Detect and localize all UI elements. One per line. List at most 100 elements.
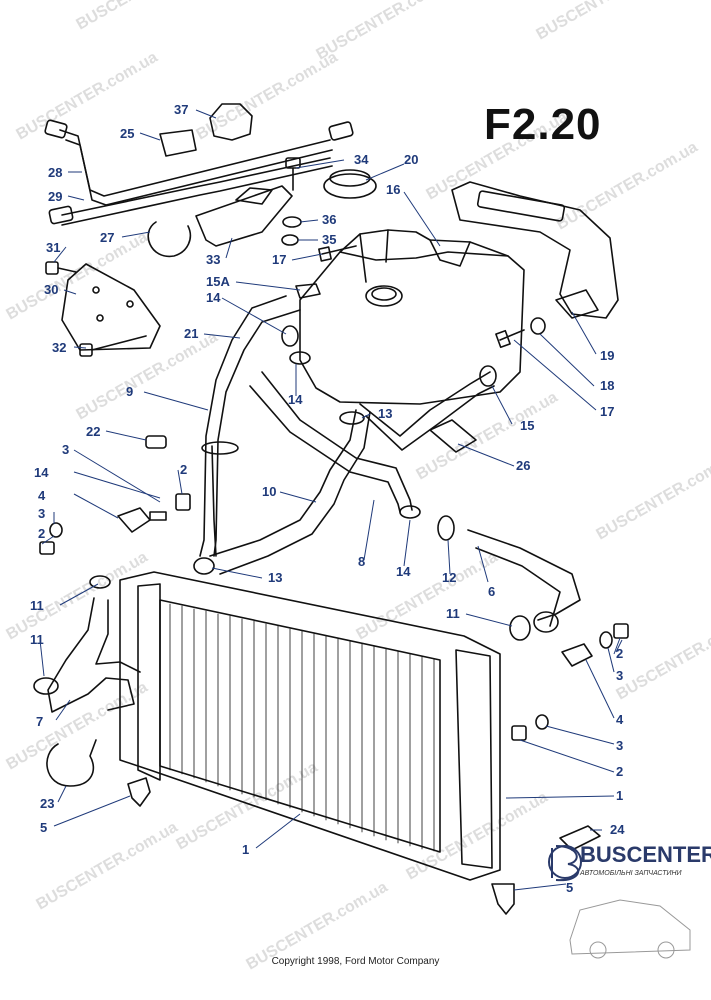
bolt-31 (45, 261, 59, 275)
radiator-right-tank (455, 649, 493, 869)
hose-8-upper-outer (365, 385, 495, 451)
callout-label: 17 (272, 252, 286, 267)
expansion-tank-fin (359, 229, 389, 283)
logo: BUSCENTER АВТОМОБІЛЬНІ ЗАПЧАСТИНИ (546, 832, 711, 892)
hose-6 (467, 529, 581, 621)
callout-label: 24 (610, 822, 625, 837)
callout-label: 22 (86, 424, 100, 439)
bleed-screw-5 (127, 777, 151, 807)
leader-lines (39, 109, 623, 891)
hose-7 (47, 597, 135, 713)
callout-label: 7 (36, 714, 43, 729)
logo-tagline: АВТОМОБІЛЬНІ ЗАПЧАСТИНИ (580, 870, 682, 877)
callout-label: 30 (44, 282, 58, 297)
pipe-28 (59, 129, 331, 197)
cap-20-top (329, 169, 371, 187)
callout-label: 2 (38, 526, 45, 541)
logo-emblem (548, 845, 582, 882)
bolt-17 (321, 245, 357, 255)
watermark: BUSCENTER.com.ua (614, 609, 711, 704)
drain-plug-5 (491, 883, 515, 915)
clamp-11 (33, 677, 59, 695)
bracket-33 (195, 185, 293, 247)
watermark: BUSCENTER.com.ua (34, 819, 181, 914)
pipe-nut (328, 121, 354, 141)
pipe-nut (48, 205, 74, 225)
logo-name: BUSCENTER (580, 842, 711, 867)
callout-label: 4 (616, 712, 624, 727)
hose-10-outer (219, 411, 371, 575)
callout-label: 3 (62, 442, 69, 457)
hose-9 (211, 445, 217, 557)
callout-label: 8 (358, 554, 365, 569)
callout-label: 11 (30, 632, 44, 647)
bracket-30 (61, 263, 161, 351)
clamp-11 (89, 575, 111, 589)
clamp-14 (281, 325, 299, 347)
callout-label: 28 (48, 165, 62, 180)
clamp-14 (289, 351, 311, 365)
expansion-tank (299, 229, 525, 405)
callout-label: 3 (38, 506, 45, 521)
callout-label: 2 (616, 646, 623, 661)
callout-label: 6 (488, 584, 495, 599)
hose-10 (209, 409, 357, 557)
radiator-fins (169, 603, 435, 852)
callouts: 37 25 28 29 27 31 30 32 33 34 20 36 35 1… (30, 102, 625, 895)
callout-label: 5 (40, 820, 47, 835)
watermark: BUSCENTER.com.ua (554, 139, 701, 234)
watermark: BUSCENTER.com.ua (194, 49, 341, 144)
nut-2 (175, 493, 191, 511)
expansion-tank-fin (429, 239, 471, 267)
pipe-28-inner (65, 139, 333, 206)
callout-label: 2 (616, 764, 623, 779)
clip-27 (147, 221, 192, 258)
watermark: BUSCENTER.com.ua (74, 329, 221, 424)
callout-label: 5 (566, 880, 573, 895)
watermark: BUSCENTER.com.ua (354, 549, 501, 644)
callout-label: 15 (520, 418, 534, 433)
callout-label: 35 (322, 232, 336, 247)
clamp-15 (479, 365, 497, 387)
bracket-19 (451, 181, 619, 319)
callout-label: 25 (120, 126, 134, 141)
callout-label: 10 (262, 484, 276, 499)
callout-label: 20 (404, 152, 418, 167)
callout-label: 26 (516, 458, 530, 473)
diagram-code: F2.20 (484, 100, 602, 149)
callout-label: 27 (100, 230, 114, 245)
bracket-hole (96, 314, 104, 322)
callout-label: 2 (180, 462, 187, 477)
bolt-17-head (495, 329, 511, 349)
bracket-19-slot (476, 190, 566, 222)
washer-36 (282, 216, 302, 228)
radiator-frame (119, 571, 501, 881)
clamp-13 (339, 411, 365, 425)
mount-4 (561, 643, 593, 667)
washer-3 (49, 522, 63, 538)
pipe-nut (44, 119, 68, 139)
callout-label: 19 (600, 348, 614, 363)
washer-35 (281, 234, 299, 246)
nut-2 (511, 725, 527, 741)
watermark-layer: BUSCENTER.com.ua BUSCENTER.com.ua BUSCEN… (4, 0, 711, 973)
callout-label: 15A (206, 274, 230, 289)
watermark: BUSCENTER.com.ua (314, 0, 461, 63)
clip-22 (145, 435, 167, 449)
callout-label: 21 (184, 326, 198, 341)
clamp-11 (509, 615, 531, 641)
hose-6-end (533, 611, 559, 633)
callout-label: 16 (386, 182, 400, 197)
callout-label: 9 (126, 384, 133, 399)
cap-20 (323, 173, 377, 199)
hose-clamp (201, 441, 239, 455)
parts-artwork (33, 103, 629, 915)
hose-8-outer (249, 385, 401, 513)
hose-21-outer (213, 309, 301, 557)
callout-label: 12 (442, 570, 456, 585)
expansion-tank-top (339, 251, 509, 261)
watermark: BUSCENTER.com.ua (74, 0, 221, 33)
callout-label: 4 (38, 488, 46, 503)
bolt-17-head (318, 246, 332, 262)
callout-label: 34 (354, 152, 369, 167)
